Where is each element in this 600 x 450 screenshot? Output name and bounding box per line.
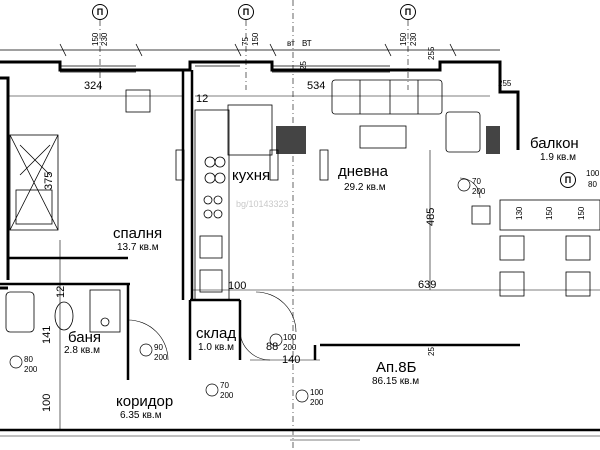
dim-balcony-w1: 130: [515, 206, 524, 220]
dim-bath-h2: 12: [55, 285, 67, 298]
dim-bedroom-width: 324: [84, 80, 103, 92]
windows: [60, 65, 390, 73]
dim-balcony-w3: 150: [577, 206, 586, 220]
room-balcony-name: балкон: [530, 135, 579, 152]
window-dim: 150: [399, 32, 408, 46]
dim-storage-w2: 140: [282, 354, 301, 366]
window-dim: 75: [241, 37, 250, 46]
door-tag-h: 200: [472, 187, 486, 196]
balcony-door-h: 80: [588, 180, 597, 189]
door-tag-h: 200: [24, 365, 38, 374]
door-tag-h: 200: [220, 391, 234, 400]
room-corridor-area: 6.35 кв.м: [120, 410, 162, 421]
dim-corridor-h: 100: [41, 393, 53, 412]
room-balcony-area: 1.9 кв.м: [540, 152, 577, 163]
watermark: bg/10143323: [236, 199, 289, 209]
door-tag-w: 80: [24, 355, 33, 364]
sofa: [331, 79, 481, 153]
vent-label: ВТ: [302, 39, 312, 48]
dim-storage-w: 88: [266, 341, 279, 353]
axis-marker: П: [560, 172, 576, 188]
axis-lines: [99, 0, 409, 450]
dim-balcony-w2: 150: [545, 206, 554, 220]
apartment-area: 86.15 кв.м: [372, 376, 420, 387]
balcony-door-w: 100: [586, 169, 600, 178]
bed: [9, 134, 59, 231]
nightstand: [125, 89, 151, 113]
vent-label: вт: [287, 39, 295, 48]
room-storage-name: склад: [196, 325, 237, 342]
inner-walls: [0, 70, 600, 432]
dim-corridor-seg: 100: [228, 280, 247, 292]
axis-marker: П: [400, 4, 416, 20]
kitchen-counter: [194, 104, 273, 301]
axis-marker: П: [92, 4, 108, 20]
window-dim: 150: [91, 32, 100, 46]
dim-kitchen-offset: 12: [196, 93, 209, 105]
door-tag-w: 90: [154, 343, 163, 352]
window-dim: 150: [251, 32, 260, 46]
dim-bedroom-depth: 375: [43, 171, 55, 190]
dim-right-small2: 25: [299, 61, 308, 70]
window-dim: 230: [409, 32, 418, 46]
door-swings: [127, 177, 481, 361]
interior-dimensions: [8, 95, 600, 430]
room-living-name: дневна: [338, 163, 388, 180]
apartment-name: Ап.8Б: [376, 359, 417, 376]
dim-living-length: 639: [418, 279, 437, 291]
bathroom-fixtures: [5, 289, 121, 333]
outer-walls: [0, 60, 520, 290]
dim-right-small: 25: [427, 347, 436, 356]
door-tag-h: 200: [310, 398, 324, 407]
window-dim: 230: [100, 32, 109, 46]
dining-chairs: [175, 149, 329, 181]
room-bathroom-name: баня: [68, 329, 101, 346]
balcony-furniture: [471, 199, 600, 297]
hatched-column: [276, 126, 500, 154]
room-bedroom-name: спалня: [113, 225, 163, 242]
door-tag-w: 70: [220, 381, 229, 390]
dim-living-depth: 485: [425, 207, 437, 226]
dim-living-width: 534: [307, 80, 326, 92]
room-bedroom-area: 13.7 кв.м: [117, 242, 159, 253]
room-kitchen-name: кухня: [232, 167, 271, 184]
door-tag-w: 100: [283, 333, 297, 342]
door-tag-w: 100: [310, 388, 324, 397]
dim-bath-h1: 141: [41, 325, 53, 344]
room-bathroom-area: 2.8 кв.м: [64, 345, 101, 356]
door-tags: [9, 178, 471, 403]
door-tag-h: 200: [154, 353, 168, 362]
dim-balcony-seg2: 255: [498, 79, 512, 88]
room-storage-area: 1.0 кв.м: [198, 342, 235, 353]
door-tag-h: 200: [283, 343, 297, 352]
bottom-edge: [0, 435, 600, 441]
axis-marker: П: [238, 4, 254, 20]
door-tag-w: 70: [472, 177, 481, 186]
room-corridor-name: коридор: [116, 393, 174, 410]
top-dimension-line: [0, 43, 500, 57]
room-living-area: 29.2 кв.м: [344, 182, 386, 193]
dim-balcony-seg: 255: [427, 46, 436, 60]
